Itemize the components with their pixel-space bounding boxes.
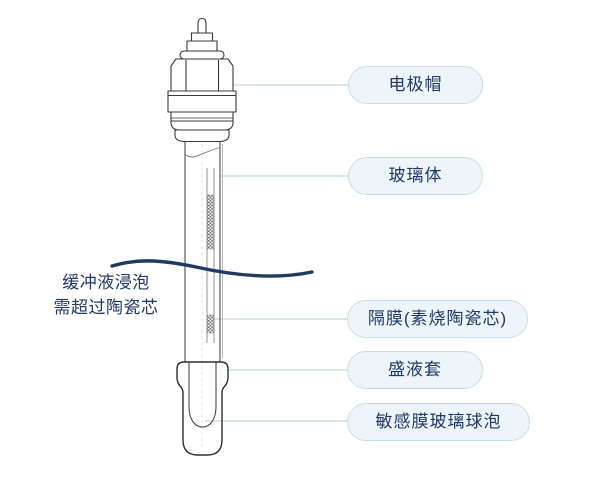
electrode-cap-drawing (167, 17, 237, 143)
glass-body-drawing (184, 141, 223, 362)
buffer-soak-annotation-line1: 缓冲液浸泡 (62, 273, 150, 292)
glass-bulb-drawing (188, 362, 217, 428)
cap-flange (179, 50, 225, 60)
cap-ring-lower (170, 111, 234, 122)
pin-collar (190, 32, 214, 42)
ceramic-diaphragm (207, 314, 214, 334)
bulb-outline (188, 362, 217, 428)
cap-ring-upper (167, 90, 237, 113)
label-pill-glass-bulb: 敏感膜玻璃球泡 (347, 403, 530, 441)
buffer-soak-annotation: 缓冲液浸泡 需超过陶瓷芯 (36, 270, 176, 320)
cap-taper (170, 120, 234, 131)
pin-base (186, 40, 218, 52)
label-pill-electrode-cap: 电极帽 (348, 66, 483, 104)
buffer-soak-annotation-line2: 需超过陶瓷芯 (53, 298, 159, 317)
label-pill-glass-body: 玻璃体 (348, 157, 483, 195)
connector-pin (197, 17, 207, 34)
reference-element-crystals (207, 194, 214, 250)
label-pill-liquid-sleeve: 盛液套 (347, 351, 483, 389)
label-pill-diaphragm: 隔膜(素烧陶瓷芯) (347, 300, 528, 338)
inner-seal-meniscus (184, 147, 221, 158)
liquid-level-line (110, 259, 314, 278)
hex-nut (170, 58, 234, 92)
leader-lines (205, 84, 348, 422)
sleeve-outline (176, 361, 229, 456)
glass-joint-lip (174, 129, 230, 143)
liquid-sleeve-drawing (176, 361, 229, 456)
